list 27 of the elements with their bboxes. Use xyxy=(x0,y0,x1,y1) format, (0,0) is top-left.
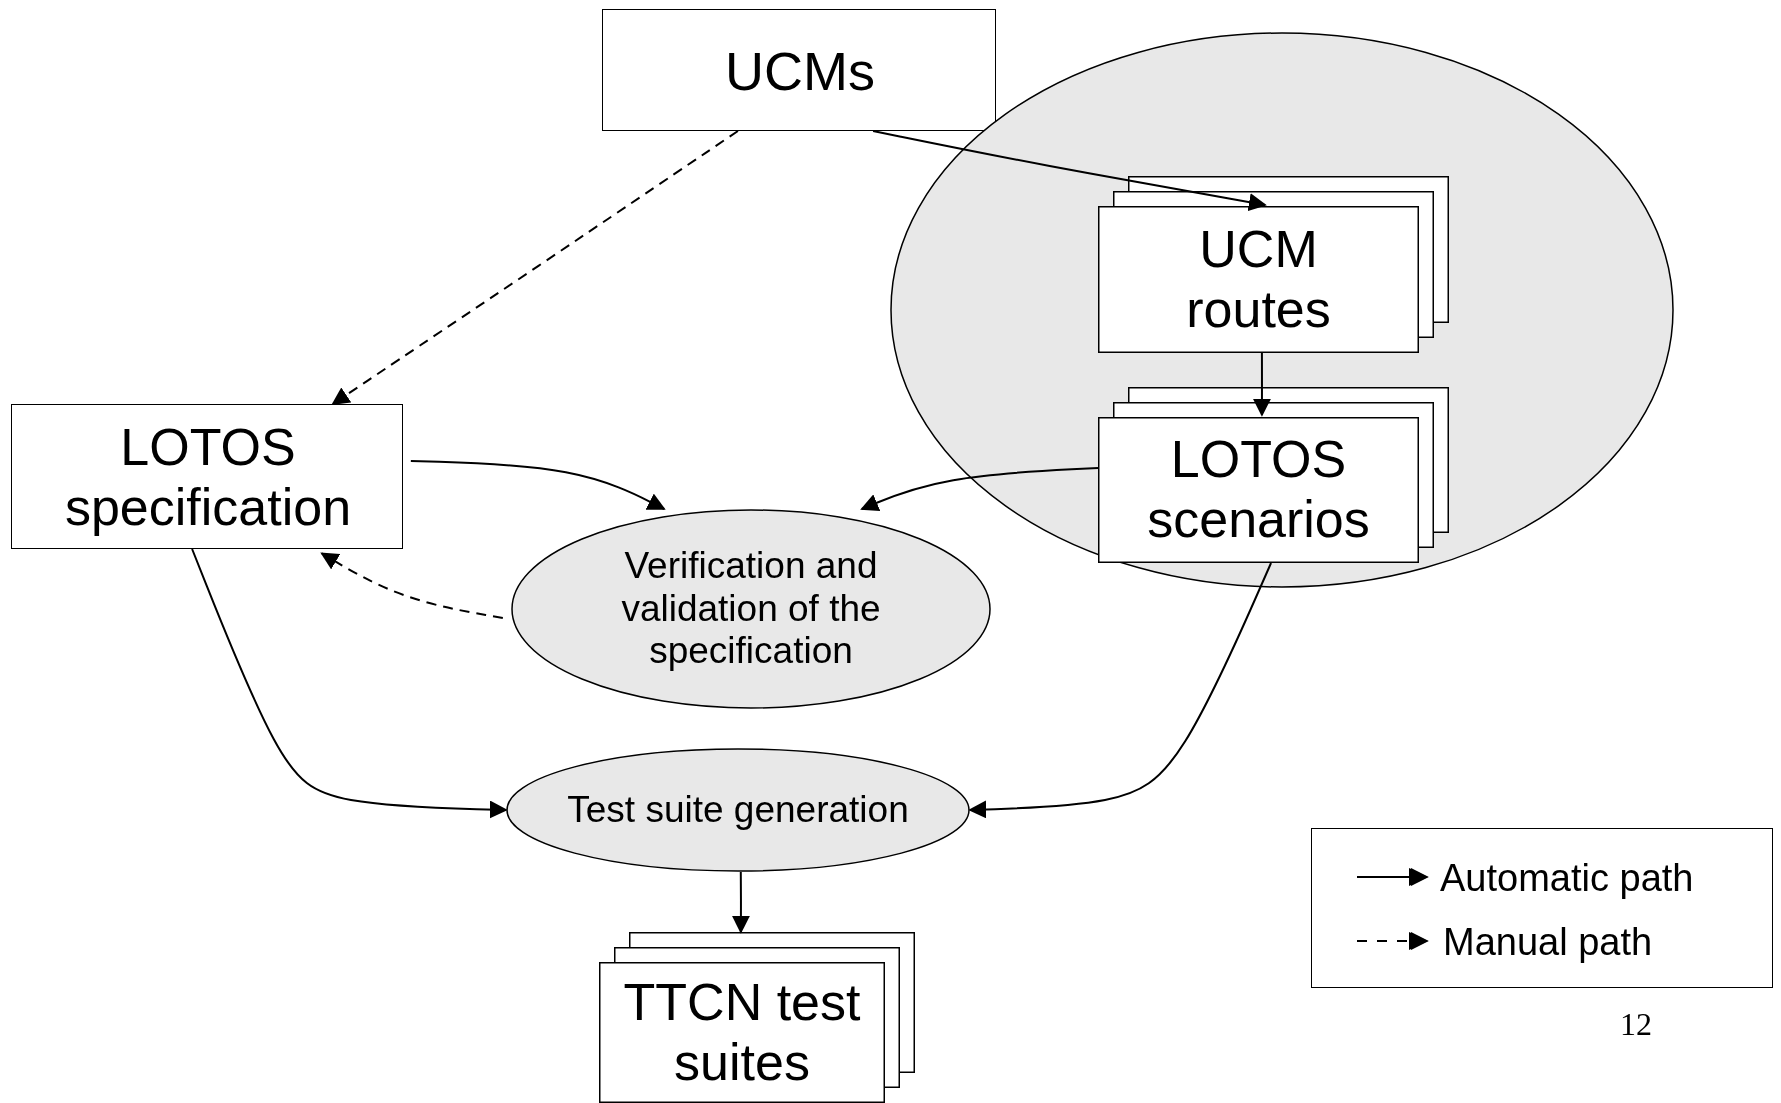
node-text: UCM routes xyxy=(1185,219,1332,340)
arrow xyxy=(320,552,504,619)
document-stack xyxy=(1098,176,1449,353)
process-ellipse xyxy=(511,509,991,709)
process-box xyxy=(11,404,403,549)
node-text: UCMs xyxy=(725,39,875,103)
arrow xyxy=(1252,352,1271,417)
process-ellipse xyxy=(506,748,970,872)
arrow xyxy=(731,871,750,934)
document-stack xyxy=(1098,387,1449,563)
arrow xyxy=(409,460,666,510)
tool-boundary-ellipse xyxy=(890,32,1674,588)
arrow xyxy=(191,548,508,819)
document-stack xyxy=(599,932,915,1103)
process-box xyxy=(602,9,996,131)
arrow xyxy=(872,130,1267,212)
arrow xyxy=(331,130,739,405)
node-text: LOTOS specification xyxy=(63,417,353,538)
node-text: Verification and validation of the specification xyxy=(620,545,882,673)
arrow xyxy=(860,466,1099,511)
node-text: Test suite generation xyxy=(567,788,909,832)
page-number: 12 xyxy=(1620,1006,1652,1043)
node-text: TTCN test suites xyxy=(622,972,862,1093)
legend-text: Automatic path xyxy=(1440,857,1694,900)
arrow xyxy=(968,562,1273,819)
node-text: LOTOS scenarios xyxy=(1146,430,1371,550)
legend-text: Manual path xyxy=(1443,921,1653,964)
